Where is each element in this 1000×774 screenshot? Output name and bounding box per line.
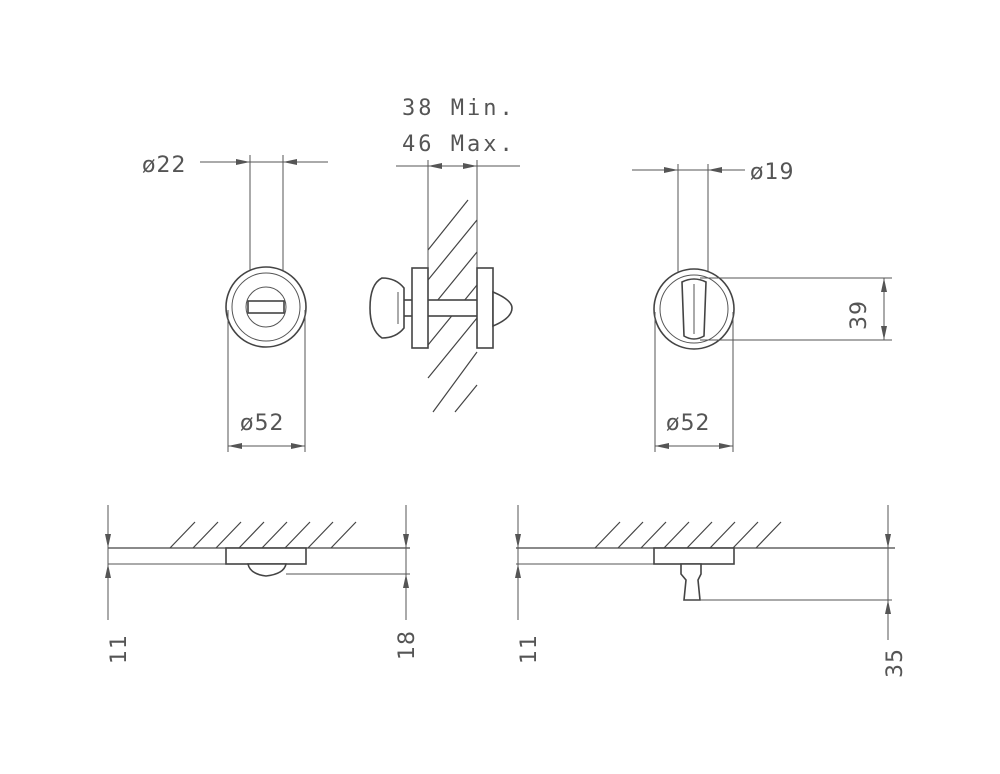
right-height-label: 39 [847,300,872,330]
right-spindle-dia-label: ø19 [750,160,794,185]
right-rose-dia-label: ø52 [666,411,710,436]
right-side-view: 11 35 [515,505,908,678]
left-projection-label: 18 [395,630,420,660]
left-side-view: 11 18 [105,505,420,664]
left-rose-dia-label: ø52 [240,411,284,436]
thickness-min-label: 38 Min. [402,96,516,121]
right-rose-thickness-label: 11 [517,634,542,664]
thickness-max-label: 46 Max. [402,132,516,157]
right-front-view: ø19 39 ø52 [632,160,892,452]
right-projection-label: 35 [883,648,908,678]
left-rose-thickness-label: 11 [107,634,132,664]
door-section-view: 38 Min. 46 Max. [369,96,520,413]
left-front-view: ø22 ø52 [142,153,328,452]
left-spindle-dia-label: ø22 [142,153,186,178]
